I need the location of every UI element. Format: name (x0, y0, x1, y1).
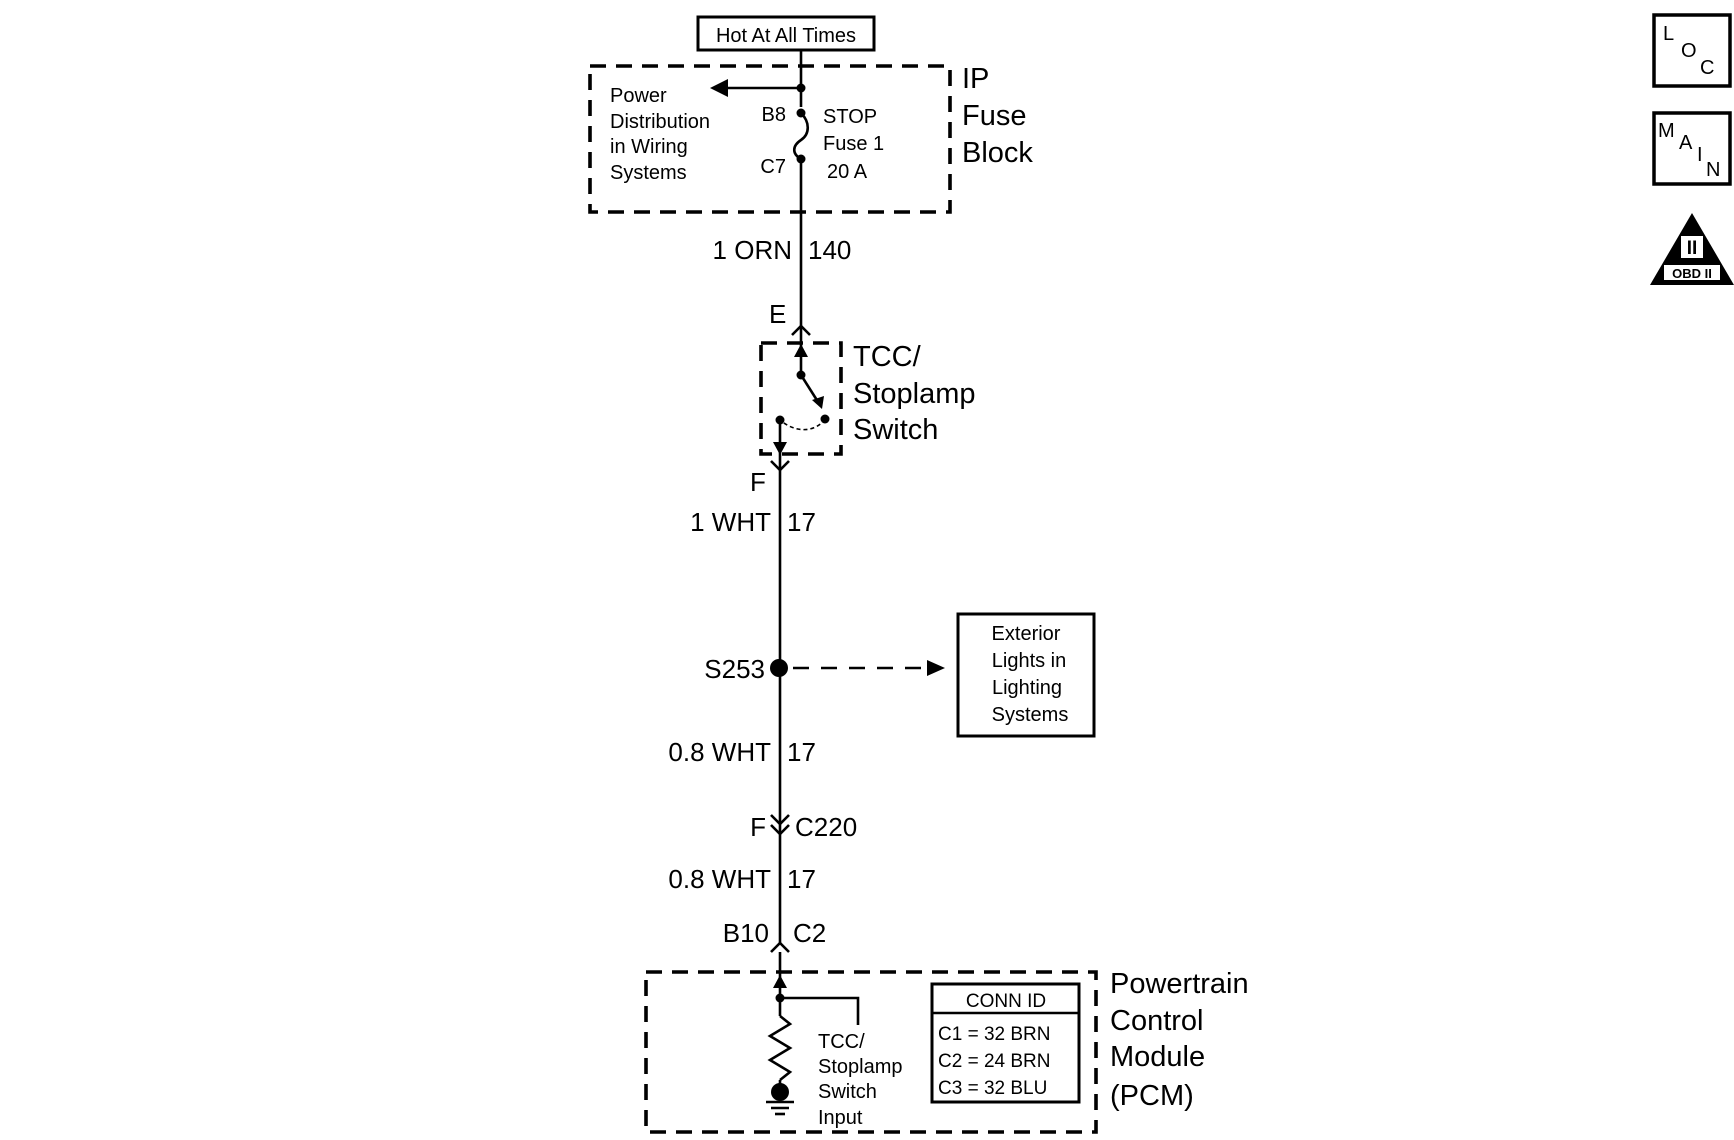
fuse-pin-b8: B8 (762, 104, 786, 126)
pcm-input-text-4: Input (818, 1107, 863, 1129)
main-letter-m: M (1658, 120, 1675, 142)
wire-wht2-label: 0.8 WHT (668, 737, 771, 767)
c220-pin: F (750, 812, 766, 842)
pcm-input-text-1: TCC/ (818, 1031, 865, 1053)
conn-id-header: CONN ID (966, 991, 1046, 1012)
fuse-block-left-text-2: Distribution (610, 111, 710, 133)
loc-icon[interactable]: L O C (1652, 13, 1732, 88)
splice-branch-arrow-icon (927, 660, 945, 676)
fuse-block-title-3: Block (962, 137, 1033, 169)
switch-pin-e: E (769, 299, 786, 329)
obd-numeral-box (1681, 236, 1703, 258)
loc-letter-c: C (1700, 57, 1714, 79)
splice-s253-dot (770, 659, 788, 677)
switch-mechanical-link (779, 418, 826, 431)
pcm-input-text-3: Switch (818, 1081, 877, 1103)
exterior-lights-text-1: Exterior (992, 623, 1061, 645)
switch-connector-e-icon (791, 324, 811, 336)
wire-wht3-label: 0.8 WHT (668, 864, 771, 894)
pcm-input-arrow-icon (773, 975, 787, 988)
wire-wht1-circuit: 17 (787, 507, 816, 537)
switch-output-arrow-icon (773, 442, 787, 455)
pcm-title-2: Control (1110, 1005, 1204, 1037)
fuse-name-text: STOP (823, 106, 877, 128)
power-distribution-arrow-icon (710, 79, 728, 97)
fuse-block-left-text-4: Systems (610, 162, 687, 184)
c220-connector-icon-top (770, 814, 790, 826)
wire-wht1-label: 1 WHT (690, 507, 771, 537)
hot-label: Hot At All Times (716, 25, 856, 47)
resistor-icon (767, 1014, 793, 1082)
fuse-block-title-2: Fuse (962, 100, 1026, 132)
obd-label-box (1664, 265, 1720, 280)
main-icon-frame (1652, 111, 1732, 186)
exterior-lights-text-3: Lighting (992, 677, 1062, 699)
pcm-input-text-2: Stoplamp (818, 1056, 903, 1078)
main-letter-n: N (1706, 159, 1720, 181)
conn-id-row-2: C2 = 24 BRN (938, 1051, 1050, 1072)
loc-letter-l: L (1663, 23, 1674, 45)
obd-numeral: II (1687, 238, 1698, 259)
switch-pin-f: F (750, 467, 766, 497)
fuse-rating-text: 20 A (827, 161, 868, 183)
fuse-number-text: Fuse 1 (823, 133, 884, 155)
exterior-lights-box (956, 612, 1096, 738)
pcm-title-1: Powertrain (1110, 968, 1249, 1000)
pcm-sense-line (780, 996, 860, 1025)
fuse-icon (792, 112, 810, 161)
obd-ii-icon[interactable]: II OBD II (1650, 213, 1734, 285)
fuse-pin-c7: C7 (760, 156, 786, 178)
wire-orn-label: 1 ORN (713, 235, 792, 265)
loc-icon-frame (1652, 13, 1732, 88)
switch-title-2: Stoplamp (853, 378, 976, 410)
pcm-title-3: Module (1110, 1041, 1205, 1073)
wire-orn-circuit: 140 (808, 235, 851, 265)
switch-title-1: TCC/ (853, 341, 922, 373)
splice-label: S253 (704, 654, 765, 684)
fuse-block-left-text-3: in Wiring (610, 136, 688, 158)
c220-name: C220 (795, 812, 857, 842)
ip-fuse-block-boundary (588, 64, 952, 214)
conn-id-row-1: C1 = 32 BRN (938, 1024, 1050, 1045)
c220-connector-icon-bottom (770, 824, 790, 836)
fuse-block-left-text-1: Power (610, 85, 667, 107)
pcm-connector-pin: B10 (723, 918, 769, 948)
obd-label: OBD II (1672, 266, 1712, 281)
wire-wht3-circuit: 17 (787, 864, 816, 894)
fuse-block-title-1: IP (962, 63, 989, 95)
exterior-lights-text-2: Lights in (992, 650, 1067, 672)
loc-letter-o: O (1681, 40, 1697, 62)
exterior-lights-text-4: Systems (992, 704, 1069, 726)
ground-node (771, 1083, 789, 1101)
switch-title-3: Switch (853, 414, 938, 446)
pcm-connector-icon (770, 941, 790, 953)
hot-label-box (696, 15, 876, 52)
wire-wht2-circuit: 17 (787, 737, 816, 767)
pcm-connector-name: C2 (793, 918, 826, 948)
conn-id-row-3: C3 = 32 BLU (938, 1078, 1047, 1099)
switch-blade-arrow-icon (812, 396, 824, 409)
main-letter-i: I (1697, 144, 1703, 166)
main-icon[interactable]: M A I N (1652, 111, 1732, 186)
pcm-boundary (644, 970, 1098, 1134)
switch-terminal-arrow-icon (794, 344, 808, 357)
pcm-title-4: (PCM) (1110, 1080, 1194, 1112)
conn-id-table (930, 982, 1081, 1104)
main-letter-a: A (1679, 132, 1693, 154)
